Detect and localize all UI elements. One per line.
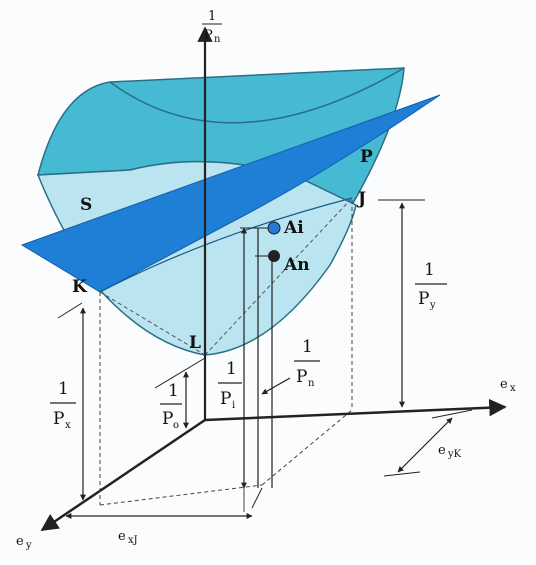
pn-den-sub: n	[308, 378, 315, 389]
point-an	[268, 250, 280, 262]
vertical-axis-den: P	[204, 28, 213, 43]
pn-num: 1	[302, 337, 313, 357]
surface-rim	[109, 67, 405, 124]
hidden-edge-L-J	[204, 197, 353, 356]
label-P: P	[360, 147, 373, 167]
py-den-sub: y	[429, 300, 436, 311]
x-axis-label: e	[500, 377, 508, 392]
exj-label-sub: xJ	[128, 535, 138, 546]
x-axis-label-sub: x	[510, 383, 516, 394]
pi-den: P	[220, 389, 231, 409]
floor-dash-1	[99, 484, 263, 506]
y-axis-label: e	[16, 534, 24, 549]
py-num: 1	[424, 260, 435, 280]
eyk-dimension-arrow	[397, 417, 453, 473]
po-den: P	[162, 409, 173, 429]
vertical-axis-den-sub: n	[214, 34, 221, 45]
po-den-sub: o	[173, 420, 179, 431]
y-axis	[40, 418, 206, 532]
intersection-curve	[99, 197, 353, 293]
floor-dash-2	[261, 409, 353, 486]
point-ai-label: Ai	[283, 218, 304, 238]
plane-P	[20, 94, 441, 293]
label-L: L	[189, 333, 201, 353]
label-S: S	[80, 195, 92, 215]
label-J: J	[356, 189, 366, 209]
label-K: K	[72, 277, 88, 297]
y-axis-label-sub: y	[25, 540, 32, 551]
px-den-sub: x	[65, 420, 71, 431]
exj-tick	[251, 487, 263, 509]
px-num: 1	[58, 379, 69, 399]
px-den: P	[53, 409, 64, 429]
eyk-label: e	[438, 443, 446, 458]
pn-pointer-arrow	[261, 377, 291, 395]
pn-den: P	[296, 367, 307, 387]
eyk-tick-1	[431, 409, 473, 419]
eyk-label-sub: yK	[447, 449, 462, 460]
po-top-tick	[154, 357, 206, 389]
x-axis	[204, 398, 507, 422]
vertical-axis-num: 1	[208, 9, 216, 24]
point-ai	[267, 221, 281, 235]
px-top-tick	[57, 302, 83, 319]
eyk-tick-2	[383, 471, 421, 477]
pi-den-sub: i	[232, 400, 235, 411]
po-num: 1	[168, 381, 179, 401]
pi-num: 1	[226, 359, 237, 379]
point-an-label: An	[283, 255, 310, 275]
exj-label: e	[118, 529, 126, 544]
py-den: P	[418, 289, 429, 309]
